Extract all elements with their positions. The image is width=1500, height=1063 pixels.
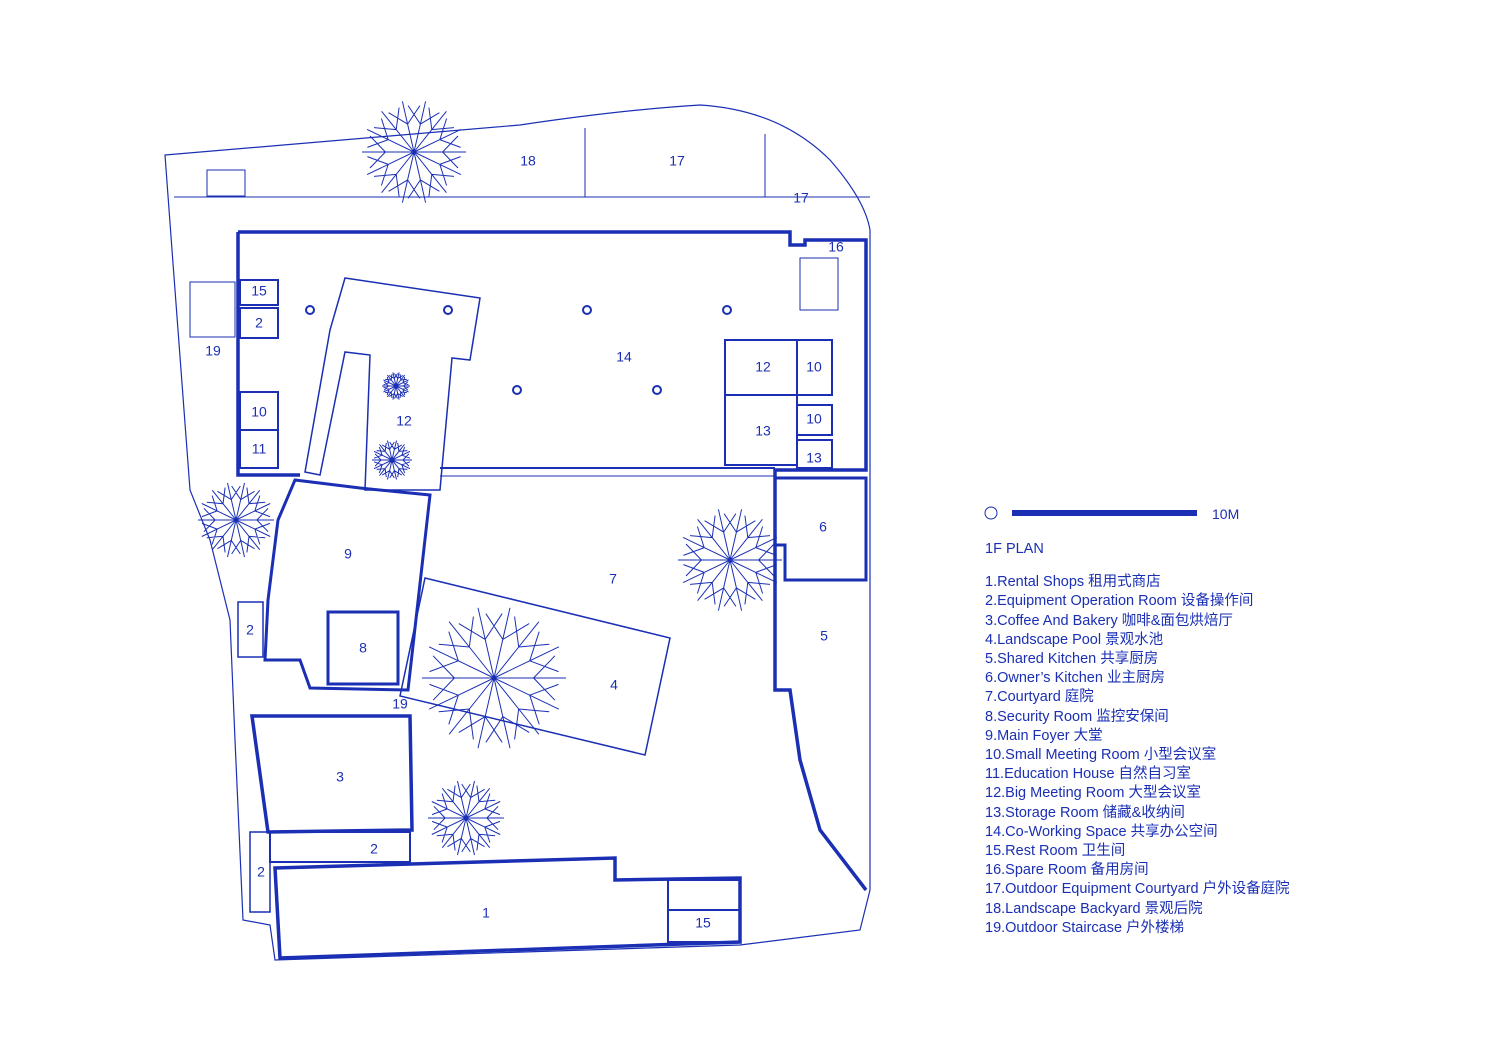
room-label: 2 [370, 841, 378, 857]
column [722, 305, 732, 315]
tree-icon [428, 780, 504, 856]
room-label: 13 [755, 423, 771, 439]
room-label: 17 [669, 153, 685, 169]
room-label: 12 [396, 413, 412, 429]
tree-icon [198, 482, 274, 558]
room-2-southwest [249, 831, 271, 913]
legend-item: 3.Coffee And Bakery 咖啡&面包烘焙厅 [985, 612, 1233, 629]
stair-19 [189, 281, 236, 338]
room-label: 15 [695, 915, 711, 931]
legend-item: 14.Co-Working Space 共享办公空间 [985, 823, 1218, 840]
room-label: 2 [246, 622, 254, 638]
room-label: 11 [252, 441, 267, 457]
legend-item: 5.Shared Kitchen 共享厨房 [985, 651, 1159, 668]
education-house [304, 277, 481, 491]
column [305, 305, 315, 315]
room-label: 3 [336, 769, 344, 785]
room-label: 2 [255, 315, 263, 331]
tree-icon [422, 607, 566, 749]
room-label: 19 [205, 343, 221, 359]
legend-item: 16.Spare Room 备用房间 [985, 862, 1149, 879]
legend-item: 8.Security Room 监控安保间 [985, 708, 1169, 725]
tree-icon [678, 509, 782, 611]
room-label: 6 [819, 519, 827, 535]
coworking-hall-wall [238, 230, 868, 892]
site-boundary [164, 104, 871, 961]
legend-item: 6.Owner’s Kitchen 业主厨房 [985, 670, 1165, 687]
room-10b [239, 429, 279, 469]
room-13a [796, 404, 833, 436]
legend-list: 1.Rental Shops 租用式商店 2.Equipment Operati… [985, 573, 1290, 938]
room-label: 12 [755, 359, 771, 375]
tree-icon [362, 101, 466, 203]
room-label: 10 [806, 411, 822, 427]
room-label: 10 [251, 404, 267, 420]
legend-item: 13.Storage Room 储藏&收纳间 [985, 804, 1185, 821]
room-2-west [237, 601, 264, 658]
room-label: 8 [359, 640, 367, 656]
room-label: 17 [793, 190, 809, 206]
scale-label: 10M [1212, 506, 1240, 522]
legend-item: 4.Landscape Pool 景观水池 [985, 631, 1164, 648]
legend-item: 18.Landscape Backyard 景观后院 [985, 900, 1203, 917]
room-label: 9 [344, 546, 352, 562]
rooftop-box [206, 169, 246, 197]
coffee-bakery [249, 714, 414, 834]
landscape-pool [399, 577, 671, 756]
room-15 [239, 279, 279, 306]
room-10c [796, 339, 833, 396]
room-label: 4 [610, 677, 618, 693]
room-label: 5 [820, 628, 828, 644]
column [512, 385, 522, 395]
room-13b [796, 439, 833, 469]
column [652, 385, 662, 395]
room-label: 2 [257, 864, 265, 880]
plan-title: 1F PLAN [985, 541, 1044, 557]
legend-item: 7.Courtyard 庭院 [985, 689, 1094, 706]
legend-item: 10.Small Meeting Room 小型会议室 [985, 747, 1217, 764]
room-label: 14 [616, 349, 632, 365]
legend-item: 9.Main Foyer 大堂 [985, 727, 1103, 744]
column [443, 305, 453, 315]
legend-item: 17.Outdoor Equipment Courtyard 户外设备庭院 [985, 881, 1290, 898]
room-label: 16 [828, 239, 844, 255]
room-label: 13 [806, 450, 822, 466]
room-8 [326, 610, 400, 686]
room-2 [239, 307, 279, 339]
main-foyer [263, 478, 432, 692]
legend-item: 19.Outdoor Staircase 户外楼梯 [985, 919, 1185, 936]
room-label: 7 [609, 571, 617, 587]
legend-item: 15.Rest Room 卫生间 [985, 843, 1126, 860]
legend-item: 12.Big Meeting Room 大型会议室 [985, 785, 1201, 802]
room-label: 15 [251, 283, 267, 299]
room-label: 19 [392, 696, 408, 712]
column [582, 305, 592, 315]
west-wall [236, 232, 300, 477]
legend-item: 11.Education House 自然自习室 [985, 766, 1192, 783]
north-icon [984, 506, 998, 520]
stair-16 [799, 257, 839, 311]
legend: 1F PLAN 1.Rental Shops 租用式商店 2.Equipment… [985, 540, 1290, 938]
legend-item: 1.Rental Shops 租用式商店 [985, 574, 1161, 591]
legend-item: 2.Equipment Operation Room 设备操作间 [985, 593, 1254, 610]
room-label: 10 [806, 359, 822, 375]
tree-icon [372, 440, 412, 480]
room-label: 18 [520, 153, 536, 169]
room-2-south [269, 831, 411, 863]
rental-shops [273, 856, 742, 960]
tree-icon [382, 372, 410, 400]
room-label: 1 [482, 905, 490, 921]
